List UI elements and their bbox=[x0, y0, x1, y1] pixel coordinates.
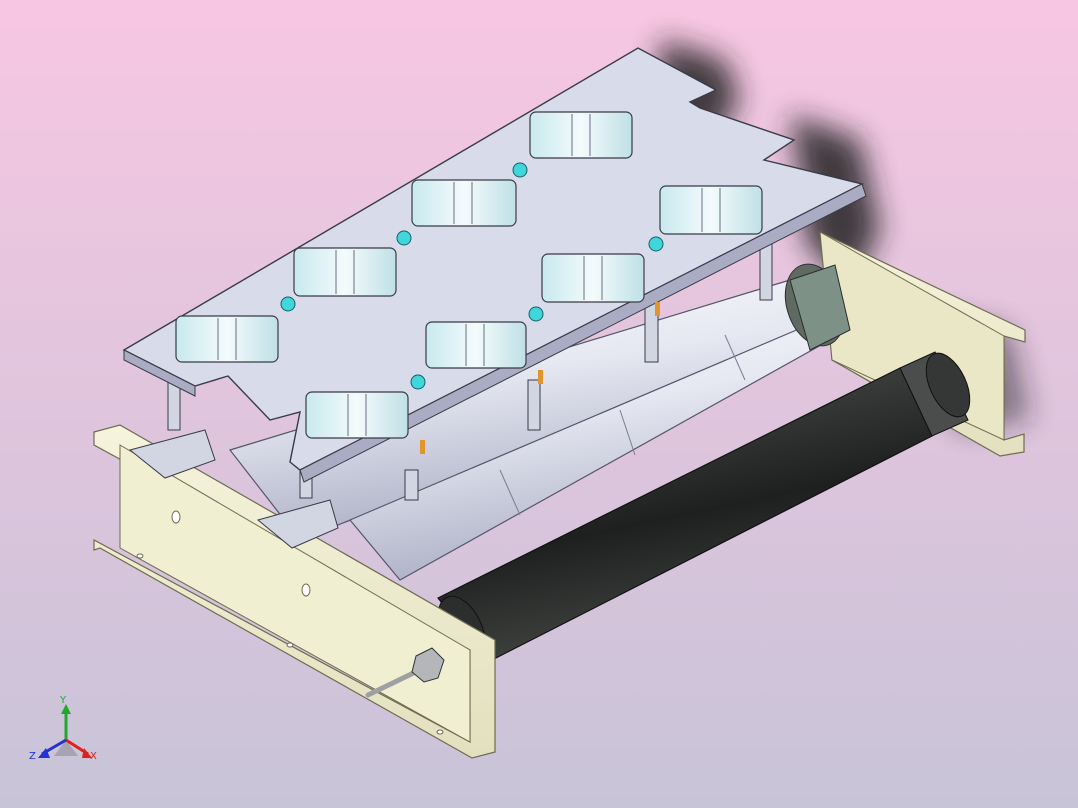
rail-hole bbox=[301, 583, 311, 597]
window bbox=[411, 179, 517, 227]
screw bbox=[410, 374, 426, 390]
window bbox=[305, 391, 409, 439]
terminal-tabs bbox=[420, 302, 660, 454]
support-brackets[interactable] bbox=[128, 239, 773, 549]
rail-hole bbox=[171, 510, 181, 524]
screw bbox=[648, 236, 664, 252]
temperature-probe[interactable] bbox=[365, 647, 445, 698]
screw bbox=[528, 306, 544, 322]
screw bbox=[512, 162, 528, 178]
top-cover-plate[interactable] bbox=[122, 47, 867, 483]
z-axis-label: Z bbox=[29, 751, 36, 762]
front-mounting-rail[interactable] bbox=[93, 424, 496, 759]
window bbox=[293, 247, 397, 297]
rail-hole bbox=[136, 553, 144, 559]
viewing-windows bbox=[175, 111, 763, 439]
window bbox=[175, 315, 279, 363]
screw bbox=[396, 230, 412, 246]
triad-axes bbox=[38, 704, 92, 758]
rail-hole bbox=[436, 729, 444, 735]
window-dividers bbox=[217, 114, 721, 436]
window bbox=[659, 185, 763, 235]
window bbox=[541, 253, 645, 303]
window bbox=[425, 321, 527, 369]
view-orientation-triad[interactable]: Y X Z bbox=[28, 696, 108, 770]
window bbox=[529, 111, 633, 159]
plate-screws bbox=[280, 162, 664, 390]
rail-hole bbox=[286, 642, 294, 648]
x-axis-label: X bbox=[90, 751, 97, 762]
screw bbox=[280, 296, 296, 312]
y-axis-label: Y bbox=[60, 695, 67, 706]
